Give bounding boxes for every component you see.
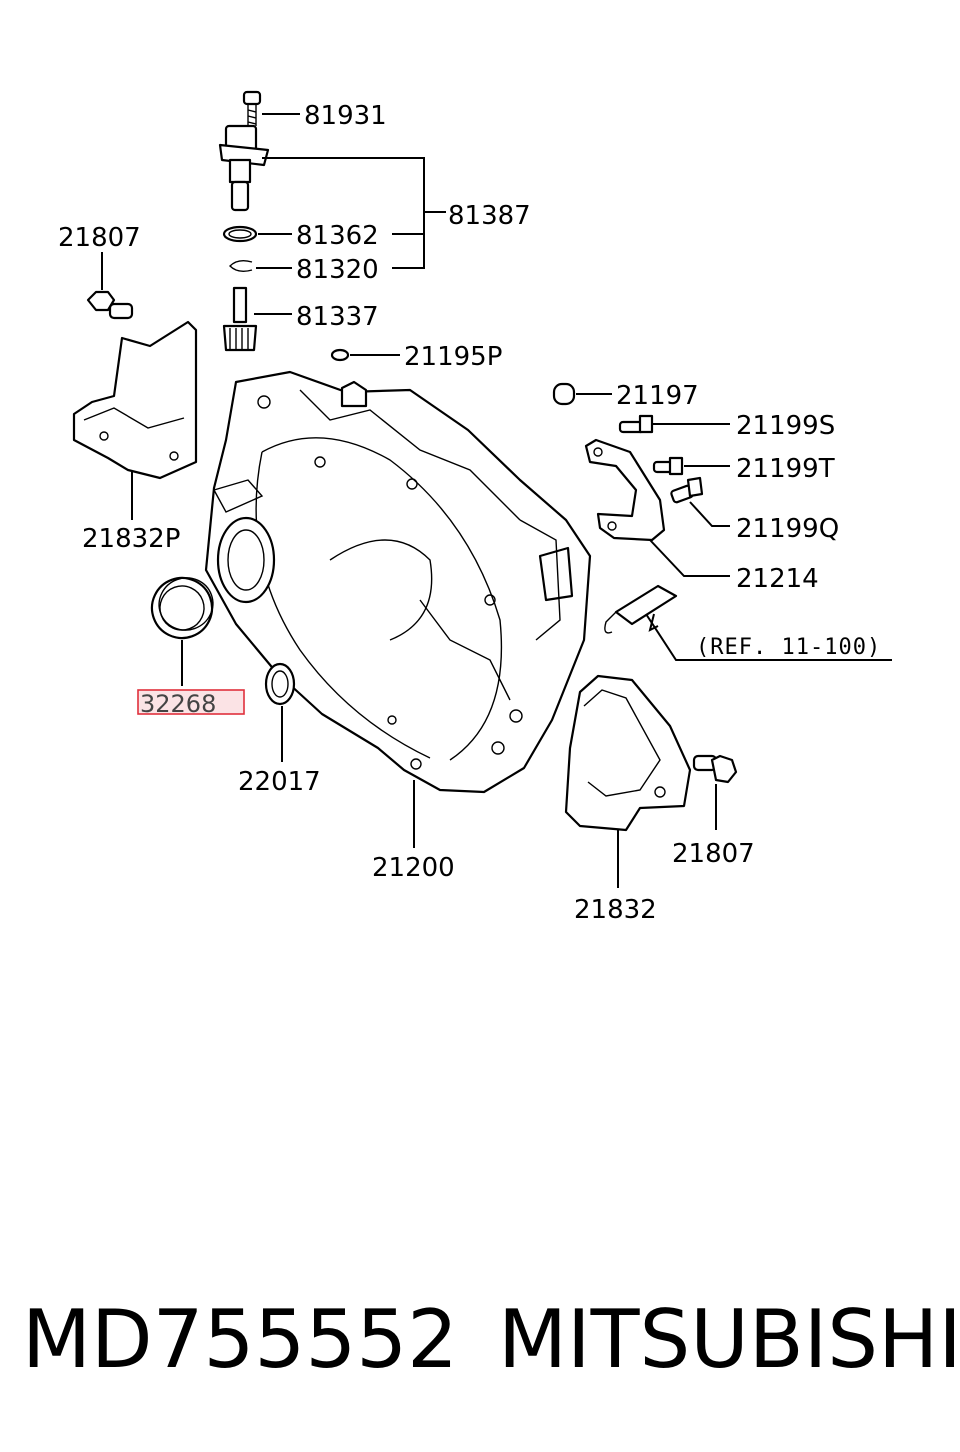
label-reference: (REF. 11-100): [696, 635, 881, 660]
label-21199Q: 21199Q: [736, 514, 839, 544]
label-32268-highlighted: 32268: [140, 690, 216, 718]
clip-81320: [229, 259, 253, 273]
label-21197: 21197: [616, 381, 699, 411]
label-81387: 81387: [448, 201, 531, 231]
plug-21195P: [330, 348, 350, 362]
oil-seal-32268: [150, 576, 214, 640]
bolt-21807-right: [692, 754, 738, 784]
cover-21832: [564, 674, 692, 832]
bolt-21807-left: [86, 290, 134, 320]
label-21199S: 21199S: [736, 411, 835, 441]
brand-name: MITSUBISHI: [498, 1293, 960, 1386]
oil-seal-22017: [264, 662, 296, 706]
label-21832P: 21832P: [82, 524, 180, 554]
sensor-bolt-81931: [242, 90, 262, 126]
driven-gear-81337: [222, 286, 258, 352]
bracket-21832P: [72, 320, 198, 480]
bolt-21199Q: [670, 476, 704, 504]
label-21195P: 21195P: [404, 342, 502, 372]
part-number: MD755552: [22, 1293, 459, 1386]
label-81362: 81362: [296, 221, 379, 251]
label-21199T: 21199T: [736, 454, 835, 484]
label-21200: 21200: [372, 853, 455, 883]
label-21807-left: 21807: [58, 223, 141, 253]
parts-diagram: 81931 81387 81362 81320 81337 21807 2119…: [58, 90, 892, 925]
bracket-21214: [584, 438, 666, 542]
label-81337: 81337: [296, 302, 379, 332]
bolt-21199S: [618, 414, 654, 434]
label-21214: 21214: [736, 564, 819, 594]
speed-sensor: [218, 124, 270, 212]
label-81320: 81320: [296, 255, 379, 285]
o-ring-81362: [222, 225, 258, 243]
footer-caption: MD755552 MITSUBISHI: [0, 1290, 960, 1400]
highlight-box-32268: [137, 689, 245, 715]
transaxle-case-21200: [204, 370, 592, 794]
label-21807-right: 21807: [672, 839, 755, 869]
bolt-21199T: [652, 456, 684, 476]
plug-21197: [552, 382, 576, 406]
label-22017: 22017: [238, 767, 321, 797]
label-21832: 21832: [574, 895, 657, 925]
label-81931: 81931: [304, 101, 387, 131]
reference-part: [604, 584, 678, 634]
